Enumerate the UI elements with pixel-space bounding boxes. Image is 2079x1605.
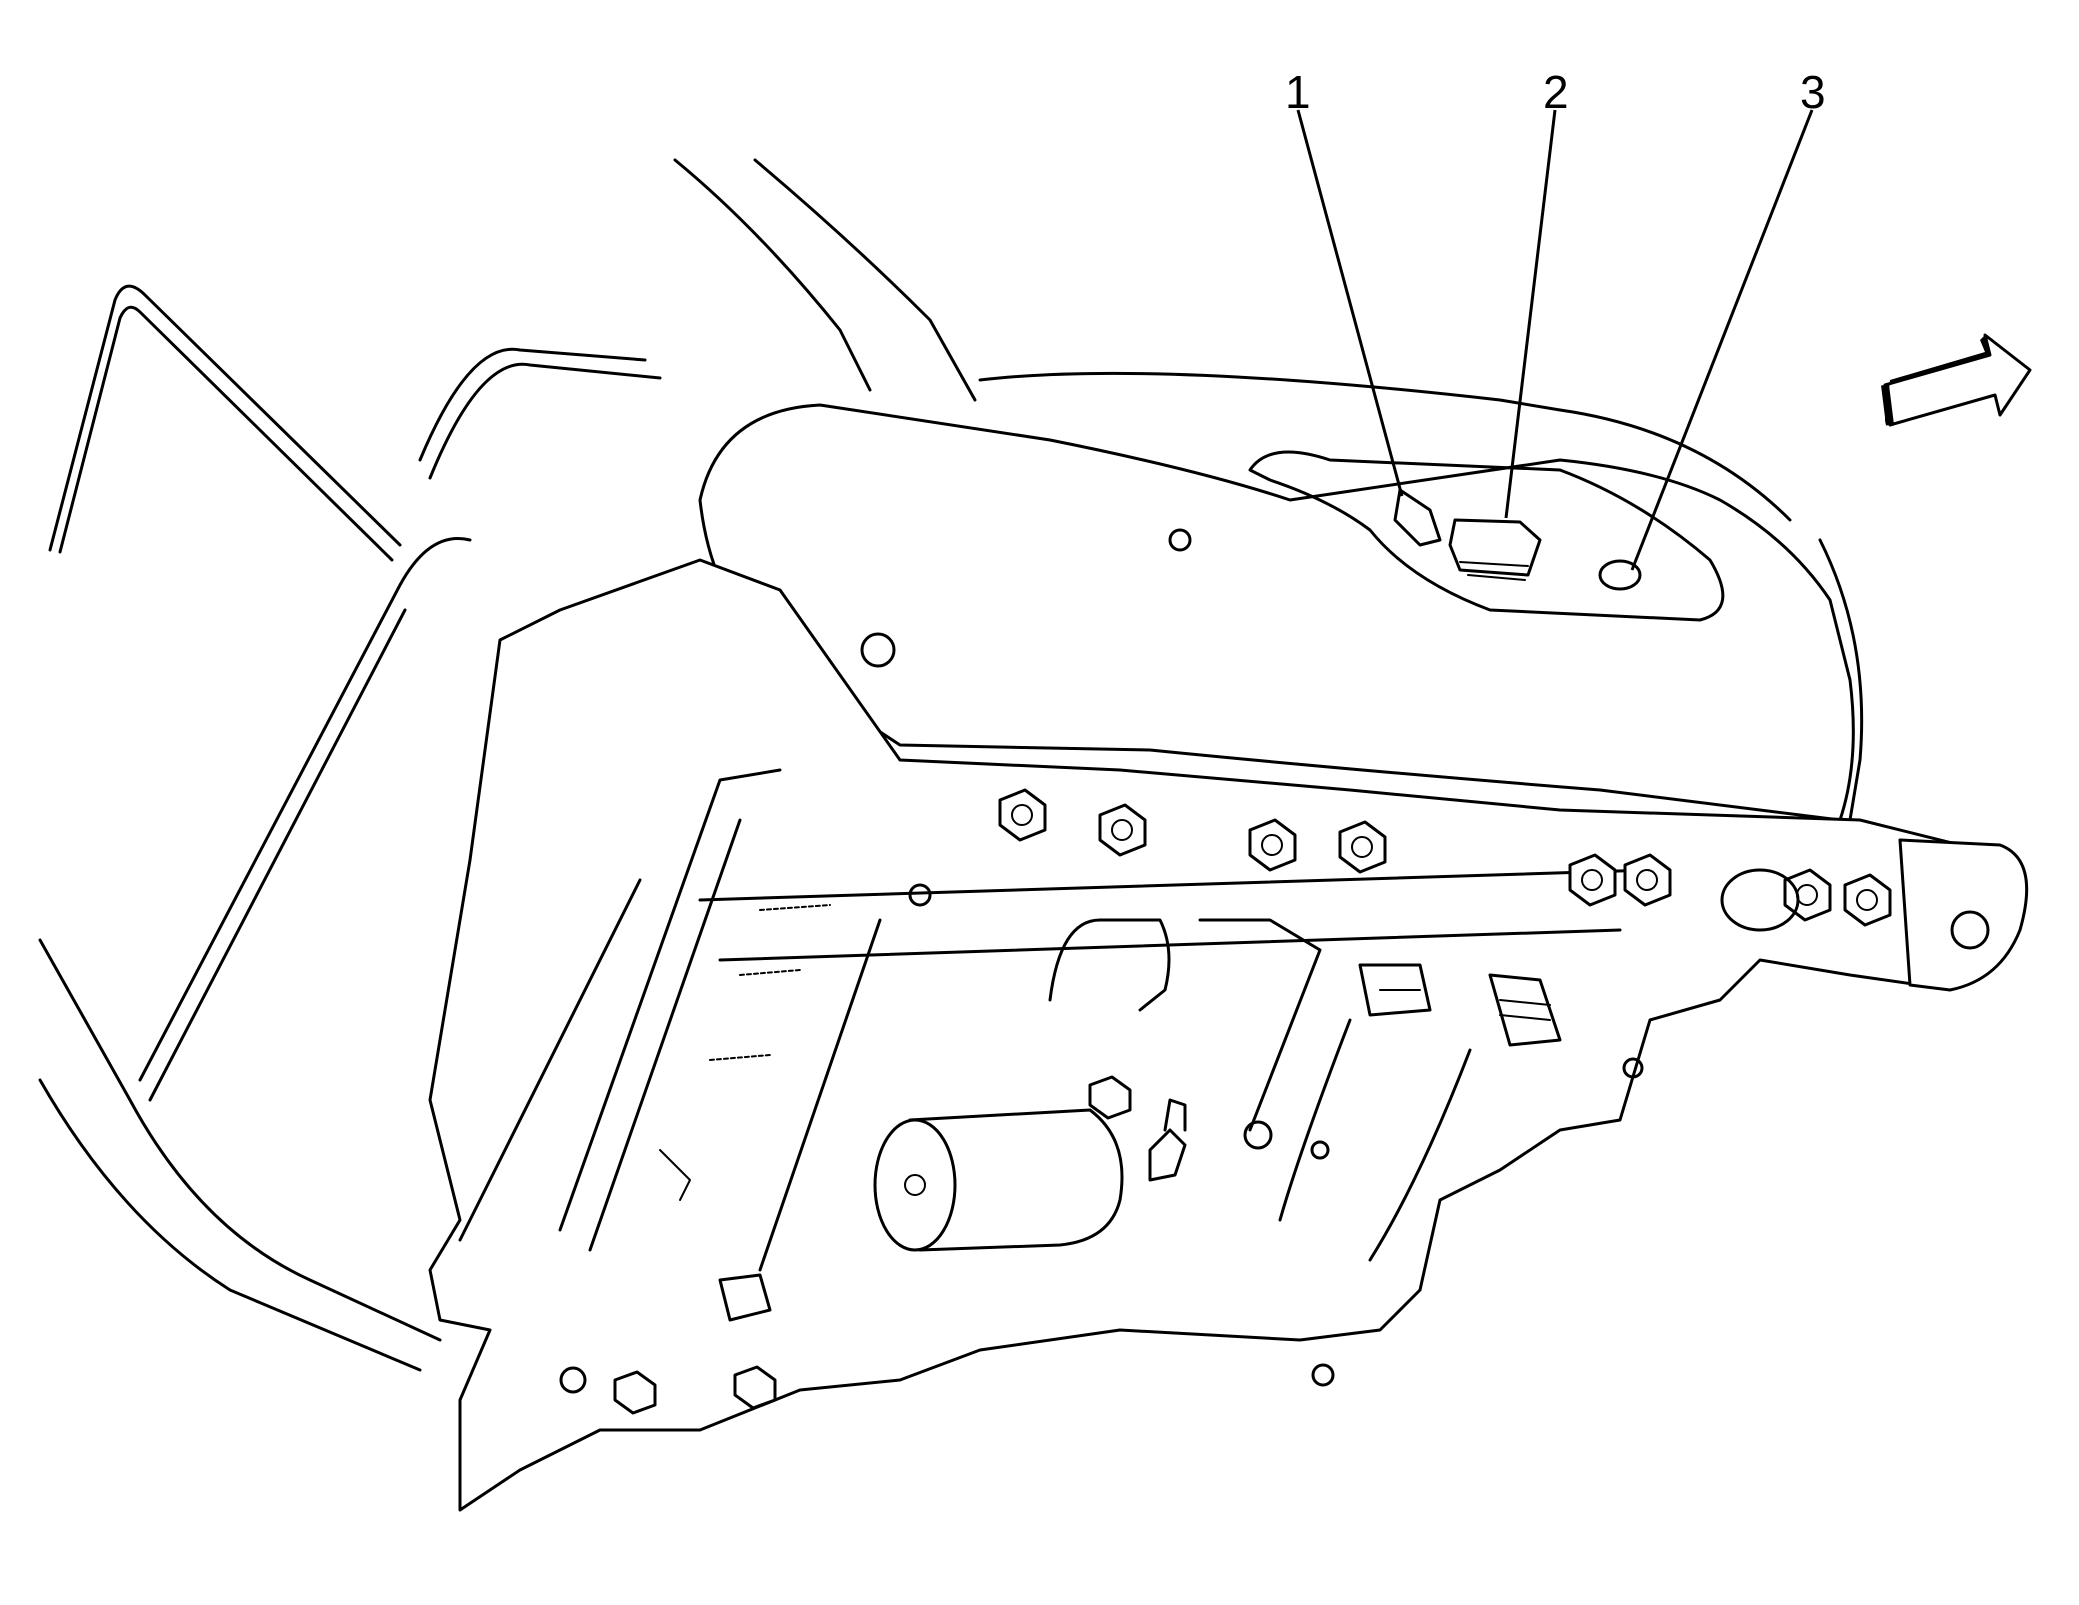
nut-icon: [733, 1365, 777, 1410]
switch-bezel: [1393, 488, 1642, 591]
nut-icon: [1248, 818, 1297, 872]
seat-shell-lines: [673, 158, 1562, 412]
end-bracket: [1720, 838, 2029, 992]
mounting-nuts: [613, 788, 1892, 1415]
switch-2-icon: [1448, 518, 1542, 581]
motor: [873, 1098, 1187, 1252]
switch-3-icon: [1598, 559, 1642, 591]
bolt: [659, 918, 882, 1322]
side-panel-cover: [698, 403, 1864, 822]
springs: [709, 904, 831, 1061]
callout-leaders: [1296, 109, 1814, 571]
nut-icon: [1568, 853, 1617, 907]
callout-2: 2: [1543, 66, 1569, 118]
direction-arrow-icon: [1881, 333, 2032, 427]
nut-icon: [1098, 803, 1147, 857]
nut-icon: [1338, 820, 1387, 874]
seat-frame-outline: [38, 284, 662, 1372]
switch-1-icon: [1393, 488, 1442, 547]
nut-icon: [1623, 853, 1672, 907]
harness-connectors: [1048, 918, 1562, 1262]
callout-labels: 1 2 3: [1285, 66, 1826, 118]
nut-icon: [998, 788, 1047, 842]
nut-icon: [1843, 873, 1892, 927]
nut-icon: [613, 1370, 657, 1415]
holes: [559, 883, 1644, 1394]
callout-1: 1: [1285, 66, 1311, 118]
nut-icon: [1088, 1075, 1132, 1120]
callout-3: 3: [1800, 66, 1826, 118]
